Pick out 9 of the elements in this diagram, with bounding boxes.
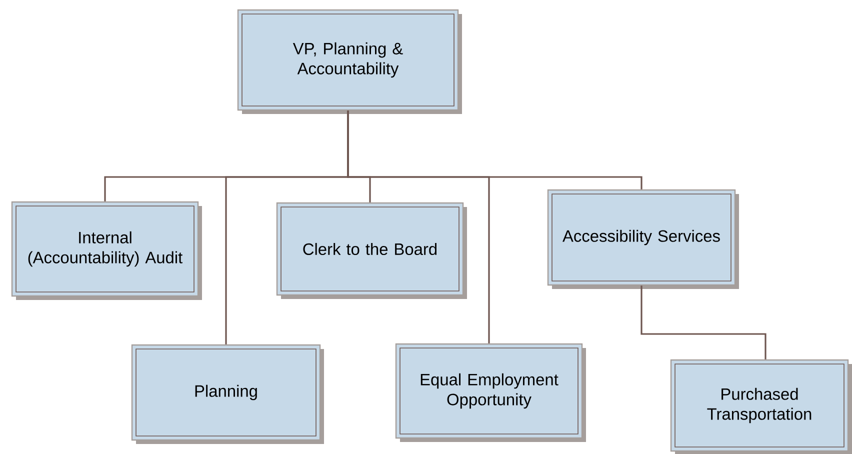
org-box: Accessibility Services [547, 189, 739, 289]
org-box: VP, Planning & Accountability [237, 9, 462, 114]
org-box: Clerk to the Board [276, 202, 467, 299]
connector-line [640, 286, 766, 360]
connector-line [347, 110, 642, 190]
org-box: Planning [131, 344, 324, 444]
org-box: Internal (Accountability) Audit [11, 201, 202, 300]
org-box: Equal Employment Opportunity [395, 343, 586, 442]
org-box: Purchased Transportation [670, 359, 852, 454]
